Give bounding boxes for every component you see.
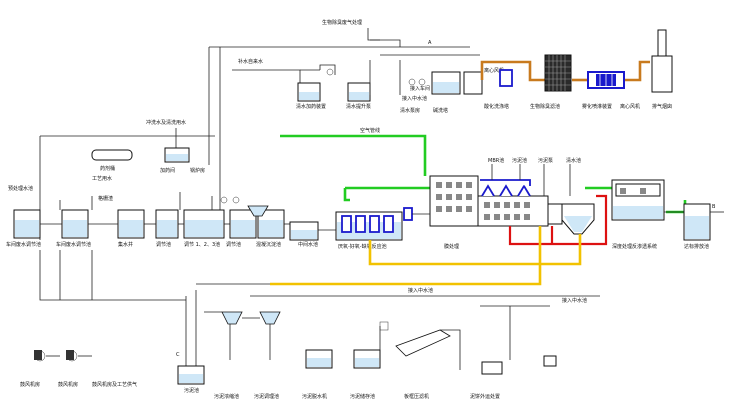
motor-icon [34, 350, 42, 360]
label-pre-tank: 预处理水池 [8, 185, 33, 192]
label-pump-left2: 鼓风机房 [58, 381, 78, 388]
label-outlet: 达标排放池 [684, 243, 709, 250]
blue-pipe [480, 179, 531, 186]
press [481, 361, 503, 375]
label-air: 空气管线 [360, 127, 380, 134]
label-screen: 格栅渣 [98, 195, 113, 202]
top-exhaust-section: 生物除臭废气处理 补水自来水 清水加药装置 清水提升泵 接入中水池 清水泵房 碱… [208, 19, 673, 225]
label-ro: 深度处理反渗透系统 [612, 243, 657, 250]
blue-vessel [499, 69, 513, 87]
label-carbon-feed: 清水加药装置 [296, 103, 326, 110]
label-adjust: 调节池 [156, 241, 171, 248]
label-top-pump2: 清水泵房 [400, 107, 420, 114]
mbr-windows [436, 182, 530, 220]
label-top-fan2: 离心风机 [620, 103, 640, 110]
pump-icon [408, 78, 416, 86]
label-dosing-room: 加药间 [160, 167, 175, 174]
blue-module [383, 215, 394, 233]
clarifier-b [221, 311, 243, 325]
label-bottom-b6: 板框压滤机 [404, 393, 429, 400]
label-bottom-b5: 污泥储存池 [350, 393, 375, 400]
stack-chimney [657, 29, 667, 57]
blue-module [355, 215, 366, 233]
blue-hood [517, 184, 531, 197]
label-reactor: 调节 1、2、3池 [184, 241, 220, 248]
return-lines [196, 194, 608, 286]
label-clear-pool: 清水池 [566, 157, 581, 164]
label-sludge-pump: 污泥泵 [538, 157, 553, 164]
label-fresh-water: 补水自来水 [238, 58, 263, 65]
label-sludge-well: 污泥池 [512, 157, 527, 164]
blue-hood [481, 184, 495, 197]
label-drum: 药剂桶 [100, 165, 115, 172]
pump-icon [326, 68, 334, 76]
arrow-a: A [428, 40, 432, 46]
clarifier-icon [247, 205, 269, 217]
label-top-spray: 雾化喷淋装置 [582, 103, 612, 110]
label-boiler: 锅炉房 [190, 167, 205, 174]
blue-module [403, 207, 413, 221]
label-mid-pool: 中间水池 [298, 241, 318, 248]
biological-section: 中间水池 厌氧-好氧-缺氧反应池 MBR池 污泥池 污泥泵 清水池 膜处理 [289, 157, 724, 250]
clarifier-c [259, 311, 281, 325]
hopper-icon [379, 321, 389, 331]
motor-icon [66, 350, 74, 360]
label-top-stack: 排气烟囱 [652, 103, 672, 110]
label-top-bio: 生物除臭滤池 [530, 103, 560, 110]
label-bottom-b1: 污泥池 [184, 387, 199, 394]
label-top-in: 接入中水池 [402, 95, 427, 102]
label-coag: 混凝沉淀池 [256, 241, 281, 248]
label-collect: 集水井 [118, 241, 133, 248]
pump-icon [220, 196, 228, 204]
cake-bin [543, 355, 557, 367]
pump-icon [418, 78, 426, 86]
label-process-water: 工艺用水 [92, 175, 112, 182]
label-top-acid: 酸化洗涤塔 [484, 103, 509, 110]
label-arrow-c: C [176, 352, 180, 358]
blue-hood [499, 184, 513, 197]
label-blower-note: 鼓风机房及工艺供气 [92, 381, 137, 388]
blue-module [369, 215, 380, 233]
label-bottom-b3: 污泥调理池 [254, 393, 279, 400]
label-desulf-title: 冲洗水及清洗用水 [146, 119, 186, 126]
label-airflot: 调节池 [226, 241, 241, 248]
drum-icon [91, 149, 133, 161]
pump-icon [232, 196, 240, 204]
label-membrane: 膜处理 [444, 243, 459, 250]
bio-filter [544, 54, 572, 92]
label-bottom-b4: 污泥脱水机 [302, 393, 327, 400]
spray-unit [587, 71, 625, 89]
label-bottom-in2: 接入中水池 [562, 297, 587, 304]
ro-roof [615, 183, 661, 197]
label-ao-pool: 厌氧-好氧-缺氧反应池 [338, 243, 387, 250]
label-mbr: MBR池 [488, 157, 504, 164]
label-top-air-in: 接入车间 [410, 85, 430, 92]
label-exhaust-top: 生物除臭废气处理 [322, 19, 362, 26]
tank-top-small [463, 71, 483, 95]
sludge-section: 接入中水池 接入中水池 污泥池 污泥浓缩池 污泥调理池 污泥脱水机 污泥储存池 … [20, 250, 600, 400]
conveyor [395, 329, 451, 357]
blue-module [341, 215, 352, 233]
mbr-annex [477, 195, 549, 227]
label-pump-left1: 鼓风机房 [20, 381, 40, 388]
pretreatment-section: 冲洗水及清洗用水 加药间 锅炉房 药剂桶 工艺用水 格栅渣 预处理水池 车间废水… [6, 119, 290, 248]
label-arrow-b: B [712, 204, 716, 210]
label-raw-1: 车间废水调节池 [6, 241, 41, 248]
label-raw-2: 车间废水调节池 [56, 241, 91, 248]
label-top-alkali: 碱洗塔 [433, 107, 448, 114]
label-top-fan: 离心风机 [484, 67, 504, 74]
label-top-pump1: 清水提升泵 [346, 103, 371, 110]
label-bottom-b7: 泥饼外运处置 [470, 393, 500, 400]
label-bottom-in1: 接入中水池 [408, 287, 433, 294]
label-bottom-b2: 污泥浓缩池 [214, 393, 239, 400]
small-unit [547, 203, 563, 225]
stack-base [651, 55, 673, 93]
